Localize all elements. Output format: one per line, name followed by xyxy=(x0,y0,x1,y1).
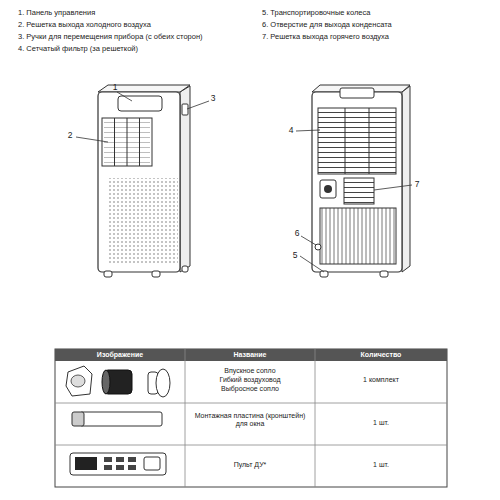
table-cell: Гибкий воздуховод xyxy=(187,376,313,384)
grill-divider xyxy=(369,108,370,174)
table-cell: 1 шт. xyxy=(318,419,444,427)
leader-line xyxy=(300,256,324,272)
front-grill xyxy=(108,178,178,264)
wheel xyxy=(380,271,388,277)
table-cell: Выбросное сопло xyxy=(187,385,313,393)
table-rule xyxy=(185,349,186,487)
unit-side xyxy=(402,86,410,272)
grill-divider xyxy=(345,108,346,174)
table-rule xyxy=(315,349,316,487)
unit-body xyxy=(312,92,402,272)
legend-item: 4. Сетчатый фильтр (за решеткой) xyxy=(18,44,253,53)
unit-body xyxy=(98,92,180,272)
louver-divider xyxy=(127,118,128,166)
legend-item: 6. Отверстие для выхода конденсата xyxy=(262,20,492,29)
window-plate xyxy=(80,412,162,426)
top-cover xyxy=(340,88,374,98)
leader-line xyxy=(187,101,209,109)
remote-button xyxy=(128,457,136,462)
front-unit xyxy=(98,85,190,277)
table-header: Количество xyxy=(317,351,445,359)
callout-number: 4 xyxy=(285,125,297,135)
leader-line xyxy=(301,236,316,245)
unit-top xyxy=(98,85,190,92)
window-plate-end xyxy=(72,412,84,426)
leader-line xyxy=(374,185,412,190)
legend-item: 3. Ручки для перемещения прибора (с обеи… xyxy=(18,32,253,41)
remote-button xyxy=(104,465,112,470)
table-cell: Пульт ДУ* xyxy=(187,461,313,469)
power-socket xyxy=(320,180,336,198)
table-rule xyxy=(55,403,447,404)
remote-button xyxy=(116,457,124,462)
inlet-nozzle-mouth xyxy=(71,375,85,387)
table-header-band xyxy=(55,349,447,361)
callout-number: 5 xyxy=(289,250,301,260)
callout-number: 3 xyxy=(207,93,219,103)
leader-line xyxy=(117,92,132,101)
inlet-nozzle xyxy=(66,366,92,396)
outlet-nozzle-flange xyxy=(156,369,170,397)
wheel xyxy=(104,271,112,277)
hose-end xyxy=(102,370,110,394)
table-header: Название xyxy=(186,351,314,359)
legend-item: 5. Транспортировочные колеса xyxy=(262,8,492,17)
louver-divider xyxy=(139,118,140,166)
legend-item: 7. Решетка выхода горячего воздуха xyxy=(262,32,492,41)
wheel xyxy=(152,271,160,277)
hot-air-outlet xyxy=(344,178,374,204)
back-unit xyxy=(312,85,410,277)
handle xyxy=(182,104,188,115)
table-cell: 1 комплект xyxy=(318,376,444,384)
leader-lines xyxy=(76,92,412,272)
remote-control xyxy=(70,453,166,475)
cold-air-louver xyxy=(102,118,152,166)
callout-number: 1 xyxy=(109,82,121,92)
remote-sensor xyxy=(144,457,160,470)
table-cell: Впускное сопло xyxy=(187,367,313,375)
callout-number: 7 xyxy=(411,179,423,189)
remote-button xyxy=(116,465,124,470)
callout-number: 6 xyxy=(291,228,303,238)
lower-grill xyxy=(320,208,396,264)
power-socket-knob xyxy=(324,185,332,193)
leader-line xyxy=(76,137,108,142)
table-header: Изображение xyxy=(56,351,184,359)
remote-button xyxy=(128,465,136,470)
accessories-table xyxy=(55,349,447,487)
mesh-filter-grill xyxy=(318,108,396,174)
remote-display xyxy=(75,457,97,470)
remote-button xyxy=(104,457,112,462)
table-frame xyxy=(55,349,447,487)
accessory-pictures xyxy=(66,366,170,475)
table-cell: 1 шт. xyxy=(318,461,444,469)
leader-line xyxy=(296,130,320,131)
legend-item: 1. Панель управления xyxy=(18,8,253,17)
legend-item: 2. Решетка выхода холодного воздуха xyxy=(18,20,253,29)
table-rule xyxy=(55,445,447,446)
unit-side xyxy=(180,86,190,272)
control-panel xyxy=(118,96,162,111)
wheel xyxy=(182,266,188,272)
louver-divider xyxy=(114,118,115,166)
table-cell: Монтажная пластина (кронштейн) для окна xyxy=(189,412,311,429)
callout-number: 2 xyxy=(64,130,76,140)
